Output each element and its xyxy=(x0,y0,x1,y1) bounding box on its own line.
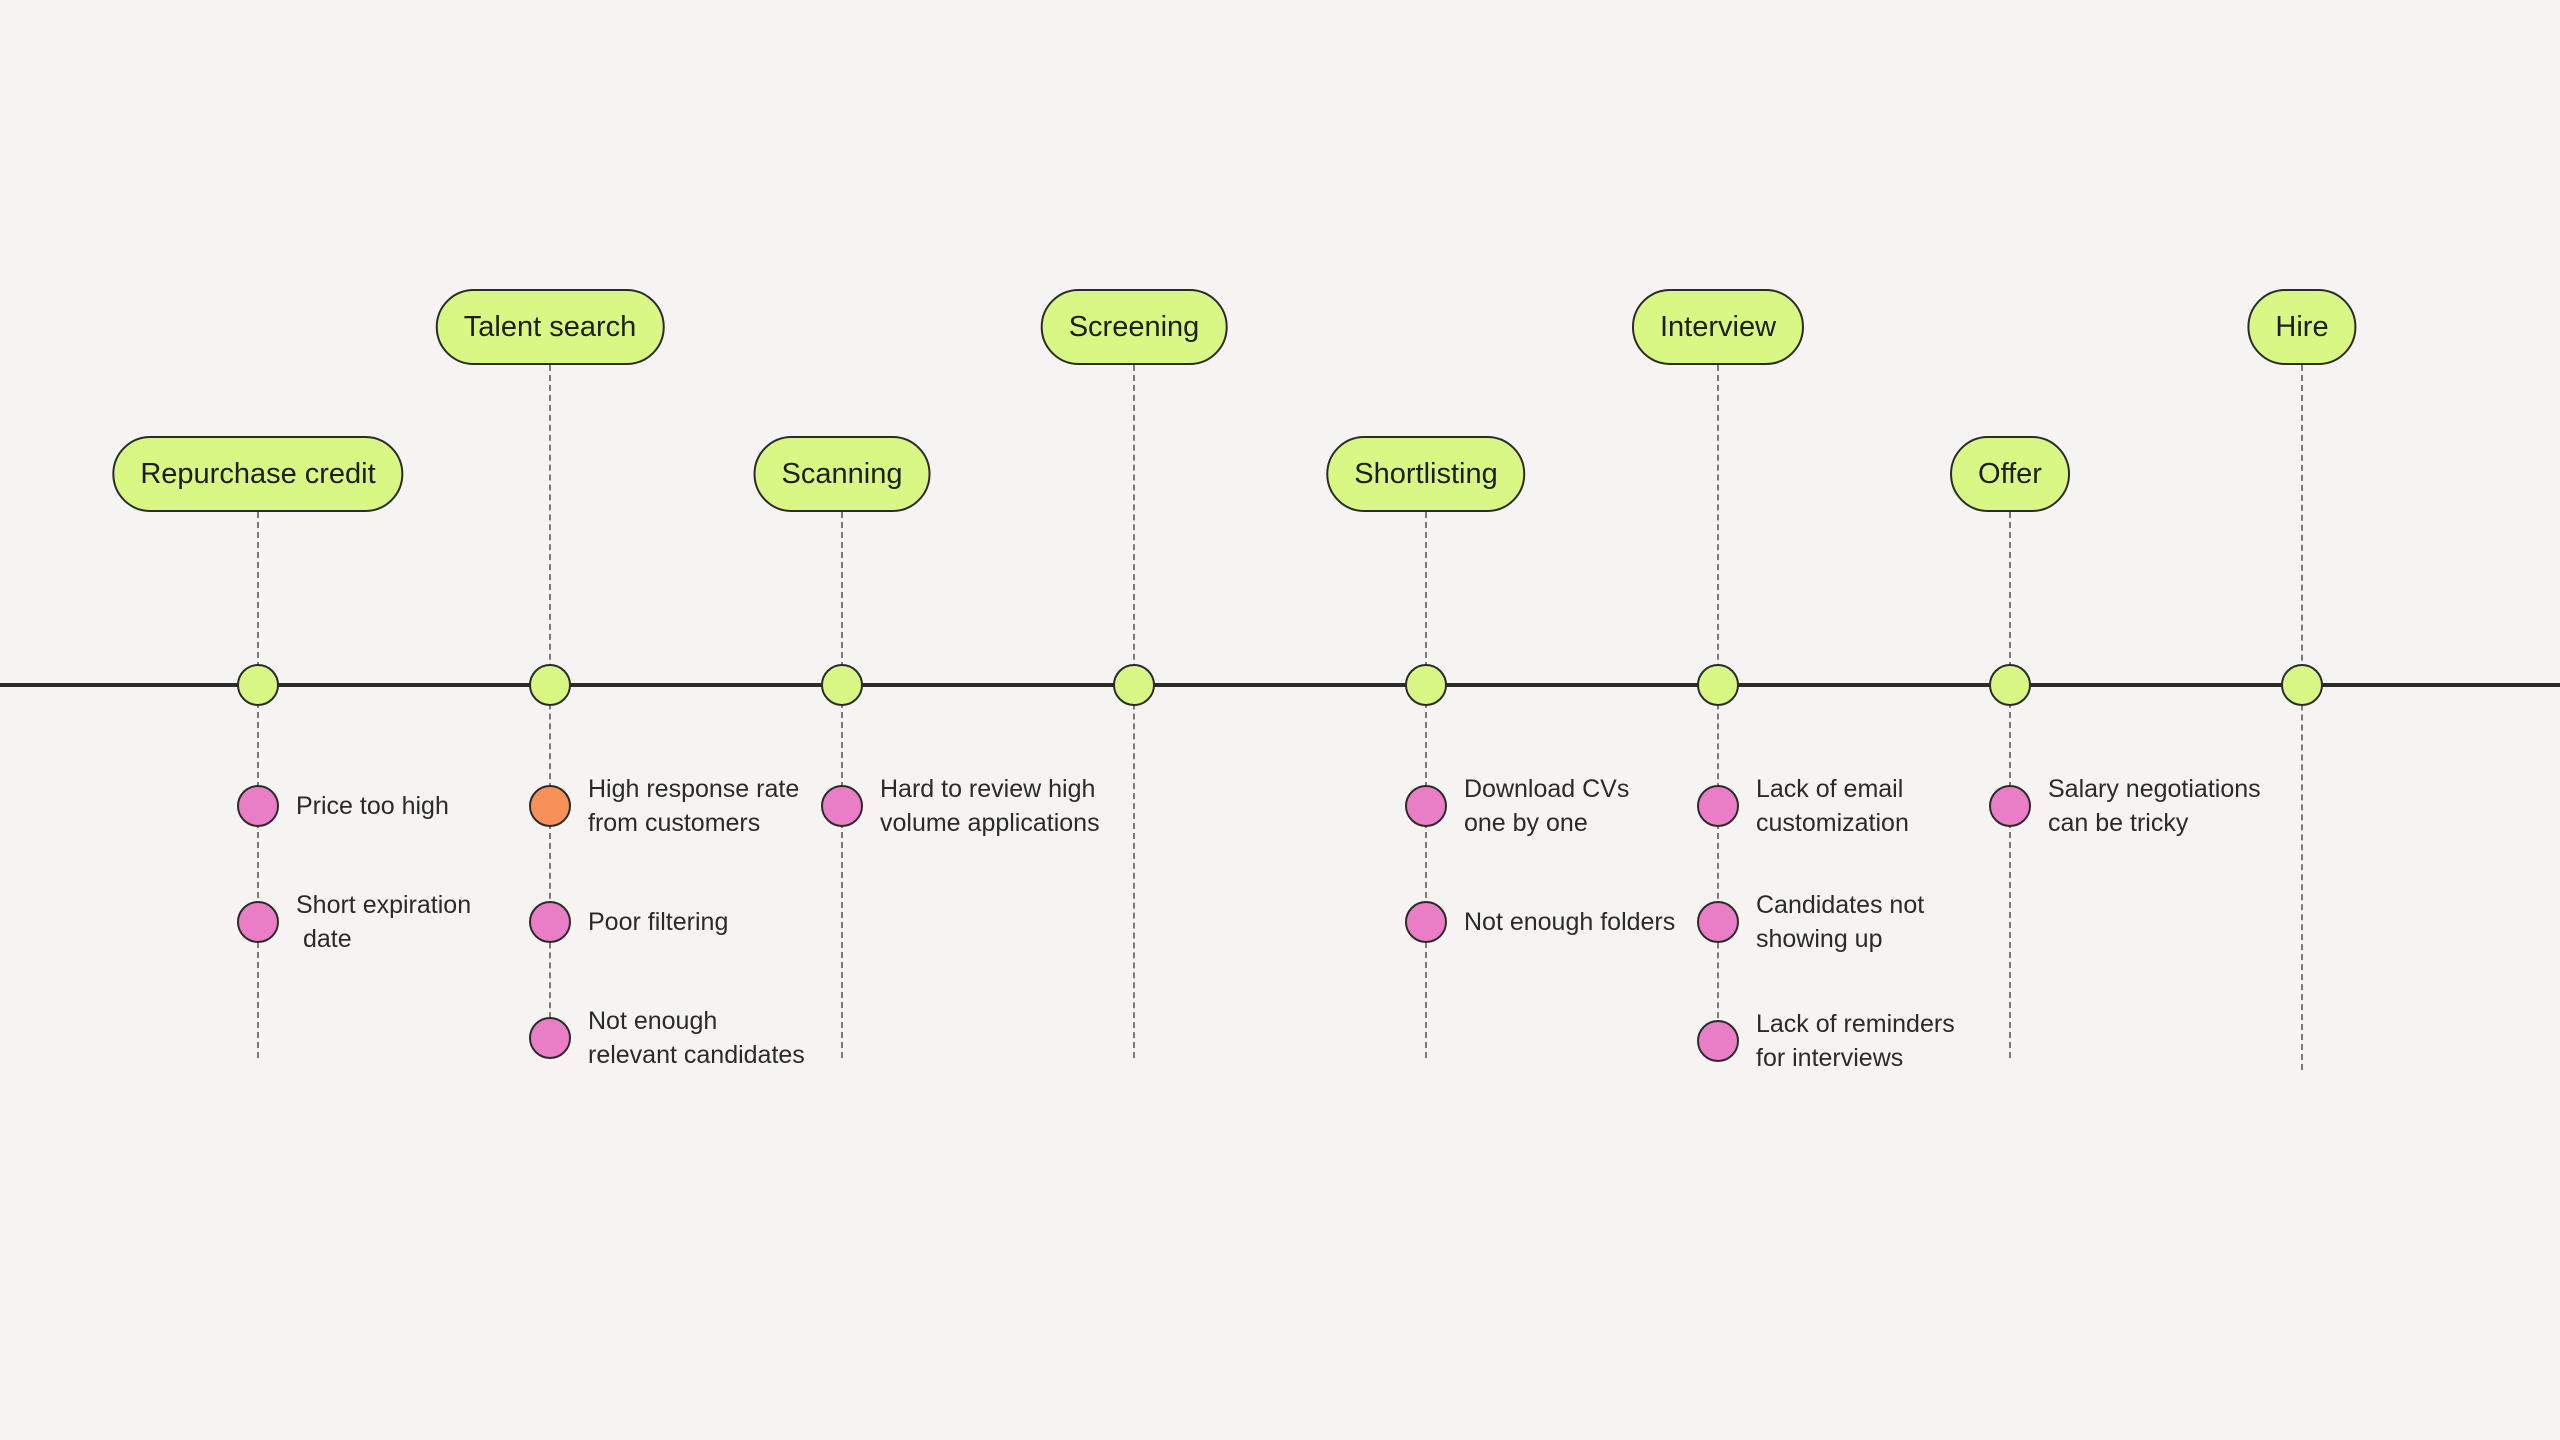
pain-point-dot xyxy=(1697,1020,1739,1062)
pain-point-dot xyxy=(529,1017,571,1059)
stage-connector-dashed-line xyxy=(1133,365,1135,1058)
pain-point-label: Not enough relevant candidates xyxy=(588,1007,805,1069)
pain-point-label: Short expiration date xyxy=(296,891,472,953)
pain-point-label: Download CVs one by one xyxy=(1464,775,1630,837)
stage-label-interview: Interview xyxy=(1631,289,1805,365)
pain-point-dot xyxy=(1697,785,1739,827)
pain-point-label: Poor filtering xyxy=(588,908,729,936)
stage-label-repurchase-credit: Repurchase credit xyxy=(112,436,404,512)
stage-label-screening: Screening xyxy=(1040,289,1228,365)
stage-connector-dashed-line xyxy=(1717,365,1719,1058)
timeline-node xyxy=(2281,664,2323,706)
pain-point-label: Candidates not showing up xyxy=(1756,891,1925,953)
timeline-node xyxy=(1405,664,1447,706)
pain-point-dot xyxy=(1405,901,1447,943)
stage-label-talent-search: Talent search xyxy=(435,289,665,365)
timeline-node xyxy=(1697,664,1739,706)
timeline-node xyxy=(1989,664,2031,706)
timeline-node xyxy=(237,664,279,706)
timeline-line xyxy=(0,683,2560,687)
pain-point-label: Hard to review high volume applications xyxy=(880,775,1100,837)
pain-point-label: Not enough folders xyxy=(1464,908,1676,936)
pain-point-dot xyxy=(1697,901,1739,943)
pain-point-dot xyxy=(1405,785,1447,827)
highlighted-pain-point-dot xyxy=(529,785,571,827)
pain-point-dot xyxy=(529,901,571,943)
stage-connector-dashed-line xyxy=(2301,365,2303,1070)
pain-point-dot xyxy=(1989,785,2031,827)
pain-point-label: Salary negotiations can be tricky xyxy=(2048,775,2261,837)
stage-label-shortlisting: Shortlisting xyxy=(1326,436,1526,512)
pain-point-dot xyxy=(821,785,863,827)
stage-label-scanning: Scanning xyxy=(753,436,931,512)
timeline-node xyxy=(529,664,571,706)
pain-point-label: High response rate from customers xyxy=(588,775,800,837)
stage-connector-dashed-line xyxy=(549,365,551,1058)
pain-point-dot xyxy=(237,901,279,943)
timeline-node xyxy=(821,664,863,706)
stage-label-offer: Offer xyxy=(1950,436,2070,512)
pain-point-label: Lack of email customization xyxy=(1756,775,1909,837)
pain-point-label: Price too high xyxy=(296,792,449,820)
stage-label-hire: Hire xyxy=(2247,289,2357,365)
timeline-node xyxy=(1113,664,1155,706)
pain-point-dot xyxy=(237,785,279,827)
pain-point-label: Lack of reminders for interviews xyxy=(1756,1010,1955,1072)
